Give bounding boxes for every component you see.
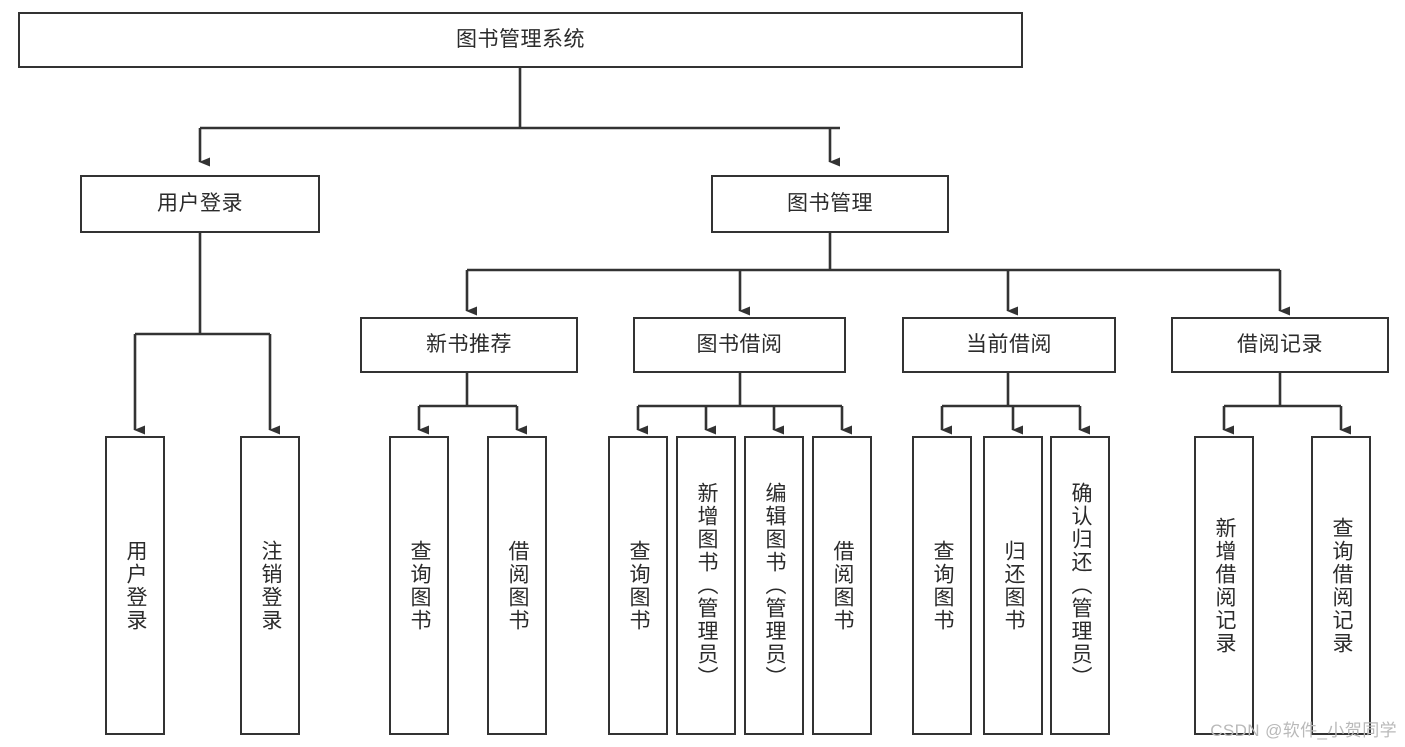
node-leaf-add-borrow-record[interactable]: 新增借阅记录 [1194,436,1254,735]
node-label: 新增图书（管理员） [695,482,719,689]
node-leaf-return-book[interactable]: 归还图书 [983,436,1043,735]
node-leaf-edit-book-admin[interactable]: 编辑图书（管理员） [744,436,804,735]
node-label: 用户登录 [124,539,148,632]
node-root-book-management-system[interactable]: 图书管理系统 [18,12,1023,68]
node-label: 查询借阅记录 [1330,516,1354,655]
node-leaf-query-book-borrow[interactable]: 查询图书 [608,436,668,735]
node-label: 图书管理系统 [456,27,585,51]
node-label: 查询图书 [931,539,955,632]
node-leaf-borrow-book-borrow[interactable]: 借阅图书 [812,436,872,735]
node-label: 编辑图书（管理员） [763,482,787,689]
node-leaf-logout-login[interactable]: 注销登录 [240,436,300,735]
node-label: 查询图书 [627,539,651,632]
node-label: 确认归还（管理员） [1069,482,1093,689]
node-user-login[interactable]: 用户登录 [80,175,320,233]
node-new-book-recommend[interactable]: 新书推荐 [360,317,578,373]
node-leaf-query-borrow-record[interactable]: 查询借阅记录 [1311,436,1371,735]
node-label: 归还图书 [1002,539,1026,632]
node-leaf-add-book-admin[interactable]: 新增图书（管理员） [676,436,736,735]
node-label: 查询图书 [408,539,432,632]
node-borrow-record[interactable]: 借阅记录 [1171,317,1389,373]
node-book-borrow[interactable]: 图书借阅 [633,317,846,373]
node-leaf-query-book-new-book[interactable]: 查询图书 [389,436,449,735]
node-label: 借阅图书 [506,539,530,632]
node-leaf-borrow-book-new-book[interactable]: 借阅图书 [487,436,547,735]
node-label: 当前借阅 [966,332,1052,356]
node-label: 新书推荐 [426,332,512,356]
node-label: 注销登录 [259,539,283,632]
node-label: 新增借阅记录 [1213,516,1237,655]
node-label: 图书管理 [787,191,873,215]
node-leaf-confirm-return-admin[interactable]: 确认归还（管理员） [1050,436,1110,735]
node-leaf-query-book-current[interactable]: 查询图书 [912,436,972,735]
node-label: 借阅记录 [1237,332,1323,356]
node-current-borrow[interactable]: 当前借阅 [902,317,1116,373]
node-label: 图书借阅 [696,332,783,356]
node-leaf-user-login[interactable]: 用户登录 [105,436,165,735]
node-label: 借阅图书 [831,539,855,632]
node-label: 用户登录 [157,191,243,215]
node-book-management[interactable]: 图书管理 [711,175,949,233]
